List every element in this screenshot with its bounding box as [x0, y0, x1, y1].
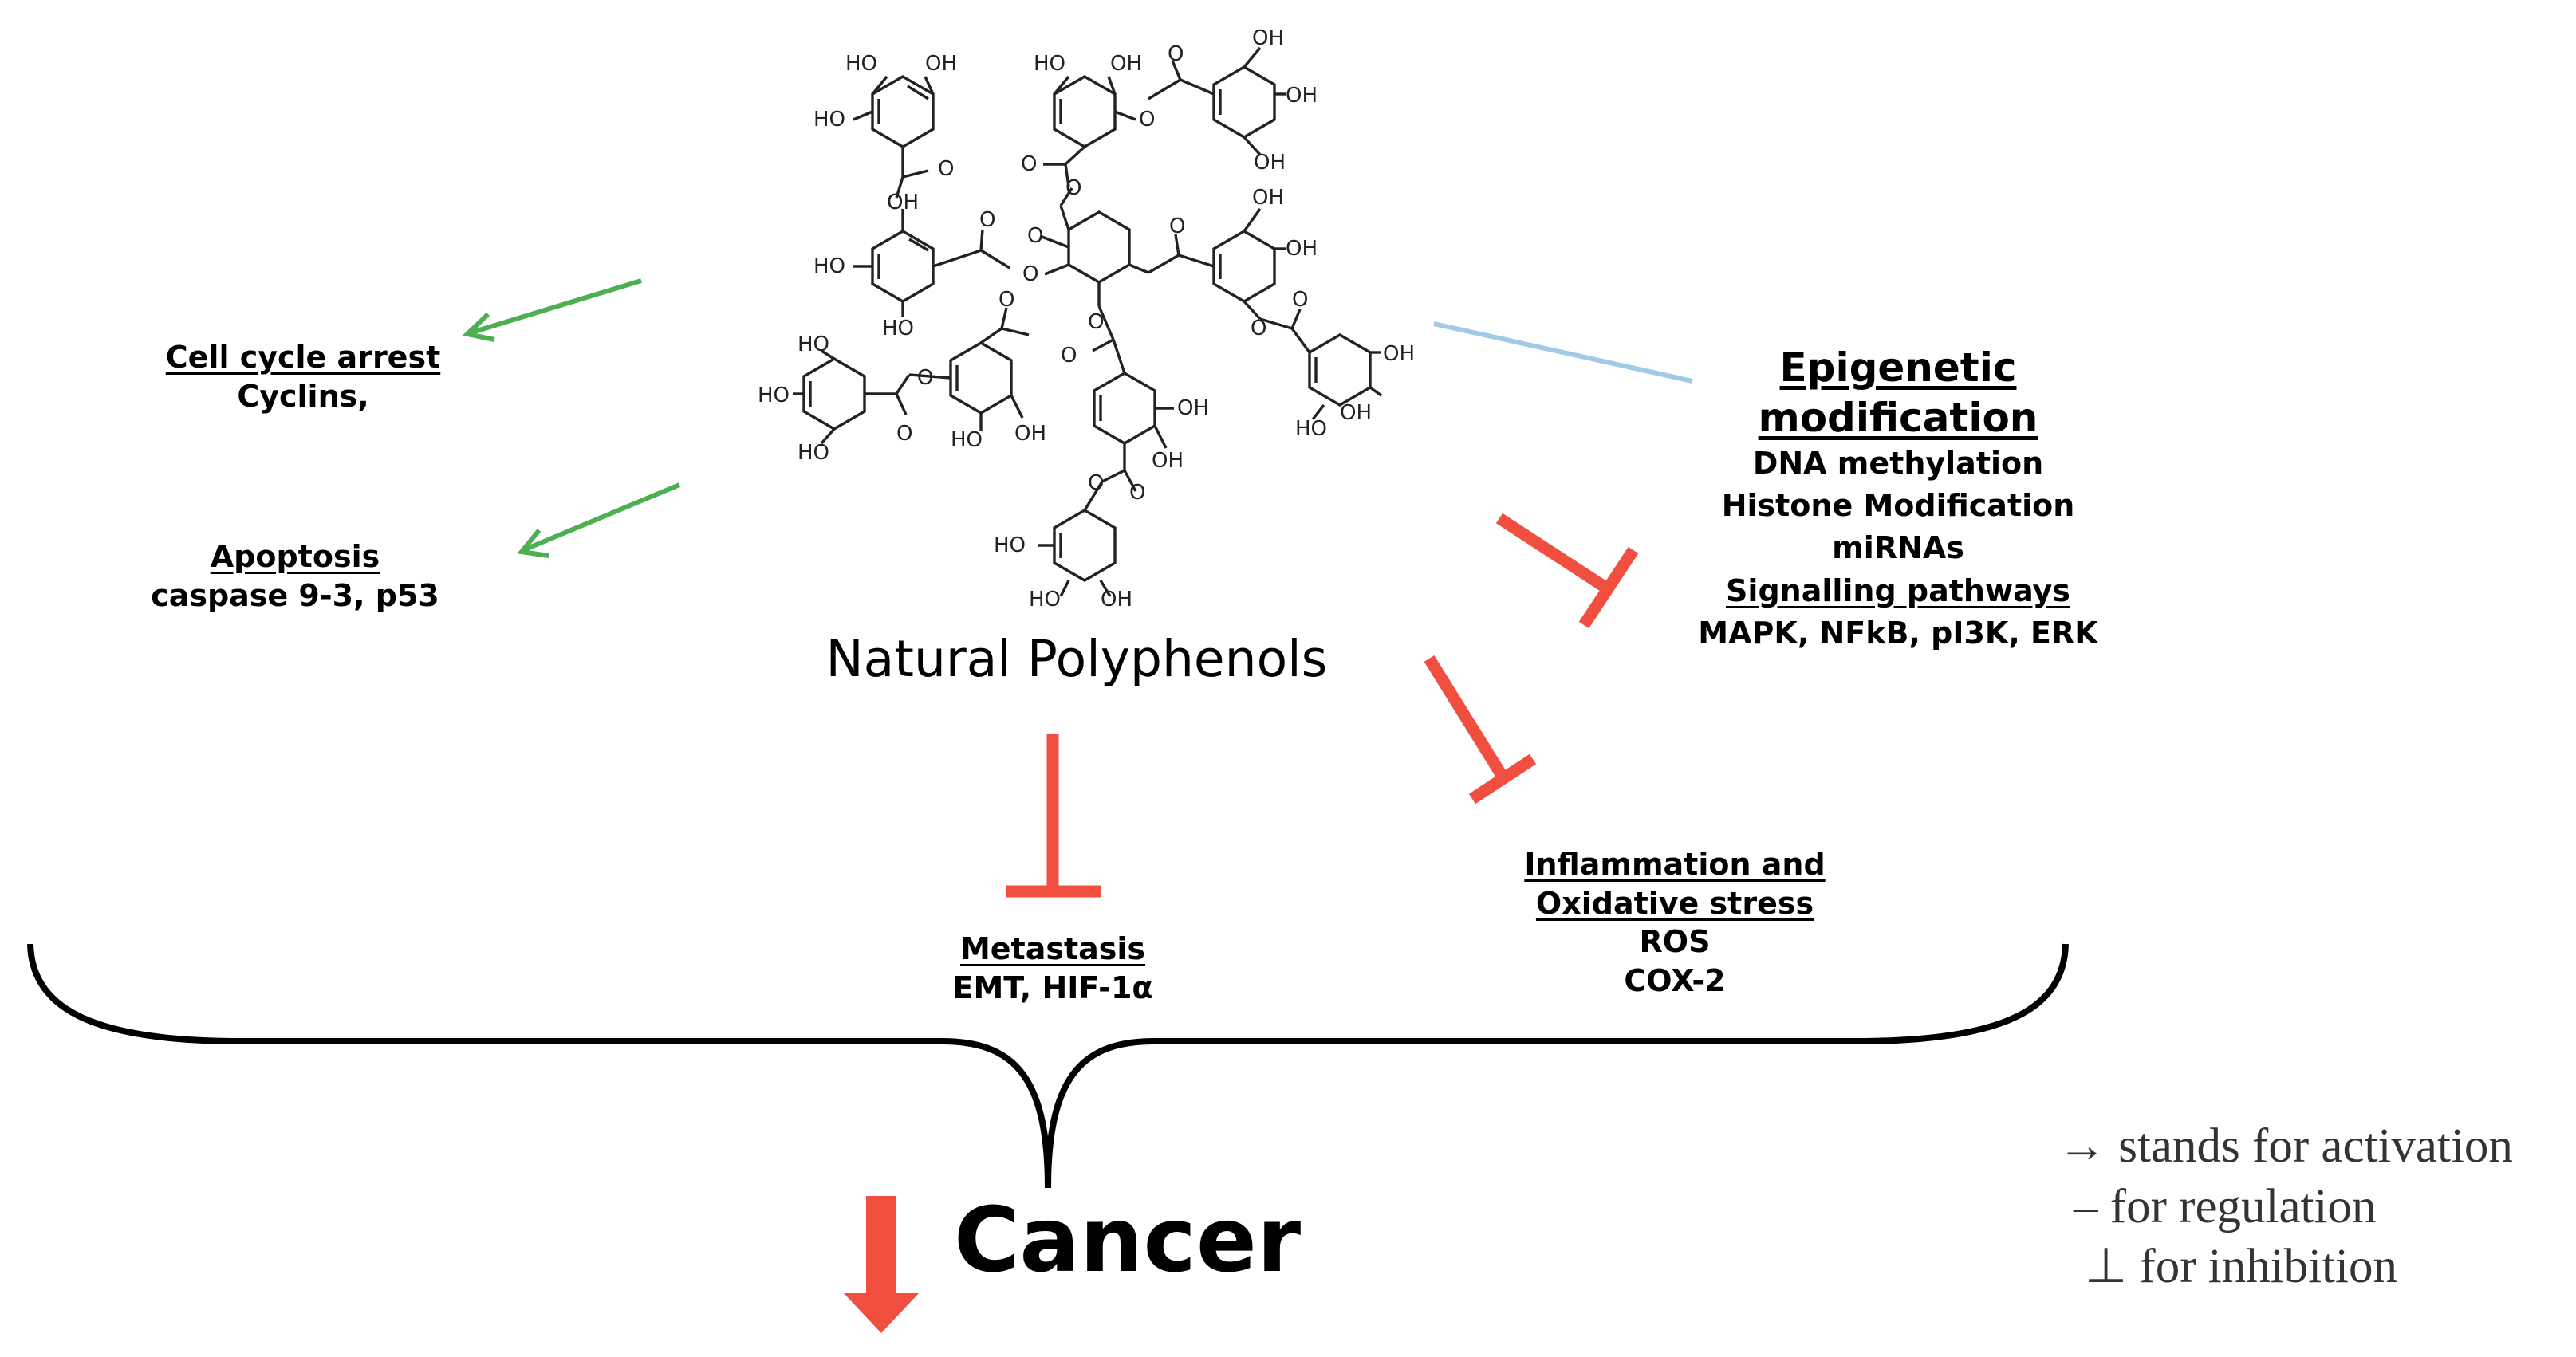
arrow-apoptosis	[517, 482, 681, 558]
molecule-atom-label: O	[1169, 214, 1185, 238]
molecule-atom-label: O	[896, 422, 912, 446]
cancer-down-arrow	[844, 1196, 919, 1333]
metastasis-detail: EMT, HIF-1α	[952, 970, 1153, 1005]
legend-inhibition: ⊥ for inhibition	[2085, 1240, 2398, 1294]
cell-cycle-arrest-detail: Cyclins,	[237, 378, 369, 414]
cell-cycle-arrest-title: Cell cycle arrest	[165, 340, 441, 375]
epigenetic-item: Histone Modification	[1721, 488, 2075, 524]
inflammation-item: COX-2	[1624, 962, 1726, 998]
inhibition-signalling	[1495, 513, 1639, 629]
polyphenol-molecule-icon: HO OH HO O O HO OH O O OH OH OH O O O O …	[758, 26, 1415, 612]
molecule-atom-label: OH	[1383, 342, 1415, 366]
apoptosis-block: Apoptosis caspase 9-3, p53	[128, 537, 463, 615]
epigenetic-block: Epigenetic modification DNA methylation …	[1595, 343, 2201, 655]
molecule-atom-label: OH	[1177, 396, 1209, 420]
molecule-atom-label: OH	[1110, 52, 1142, 76]
grouping-brace	[27, 943, 2069, 1189]
molecule-atom-label: HO	[1295, 417, 1327, 441]
molecule-atom-label: O	[1065, 176, 1081, 200]
molecule-atom-label: HO	[845, 52, 877, 76]
legend-regulation: – for regulation	[2074, 1179, 2377, 1233]
cell-cycle-arrest-block: Cell cycle arrest Cyclins,	[144, 338, 463, 415]
molecule-atom-label: OH	[887, 191, 919, 214]
molecule-atom-label: HO	[951, 428, 983, 452]
molecule-atom-label: O	[1027, 224, 1043, 248]
molecule-atom-label: OH	[1252, 186, 1284, 210]
molecule-atom-label: O	[1139, 108, 1155, 132]
molecule-atom-label: OH	[1101, 588, 1132, 612]
inflammation-title-line1: Inflammation and	[1524, 847, 1826, 882]
molecule-atom-label: O	[1251, 317, 1266, 340]
cancer-label: Cancer	[954, 1189, 1302, 1292]
molecule-atom-label: OH	[1254, 151, 1286, 175]
molecule-atom-label: O	[1129, 481, 1145, 505]
molecule-atom-label: O	[1022, 262, 1038, 286]
molecule-atom-label: OH	[1286, 237, 1318, 261]
molecule-atom-label: O	[917, 366, 933, 390]
arrow-cell-cycle	[462, 278, 642, 342]
molecule-atom-label: O	[1021, 152, 1037, 176]
molecule-atom-label: HO	[813, 108, 845, 132]
molecule-atom-label: O	[998, 288, 1014, 312]
molecule-atom-label: HO	[1034, 52, 1065, 76]
metastasis-title: Metastasis	[959, 931, 1146, 966]
regulation-line-epigenetic	[1433, 321, 1693, 384]
molecule-atom-label: O	[938, 157, 954, 181]
molecule-atom-label: OH	[1252, 26, 1284, 50]
epigenetic-title-line2: modification	[1758, 394, 2038, 441]
molecule-atom-label: OH	[1152, 449, 1184, 473]
molecule-atom-label: OH	[1014, 422, 1046, 446]
molecule-atom-label: HO	[882, 317, 914, 340]
inhibition-metastasis	[1006, 734, 1101, 898]
molecule-atom-label: O	[1168, 42, 1184, 66]
molecule-atom-label: OH	[1286, 84, 1318, 108]
molecule-atom-label: HO	[758, 384, 790, 407]
inhibition-inflammation	[1424, 655, 1537, 804]
apoptosis-detail: caspase 9-3, p53	[151, 577, 439, 613]
metastasis-block: Metastasis EMT, HIF-1α	[893, 930, 1212, 1007]
signalling-pathways-title: Signalling pathways	[1726, 572, 2070, 608]
epigenetic-item: miRNAs	[1832, 530, 1964, 566]
molecule-atom-label: OH	[1340, 401, 1372, 425]
legend-activation: → stands for activation	[2058, 1119, 2513, 1173]
molecule-atom-label: O	[1061, 344, 1077, 368]
molecule-atom-label: HO	[813, 254, 845, 278]
epigenetic-title-line1: Epigenetic	[1779, 344, 2017, 391]
molecule-atom-label: OH	[925, 52, 957, 76]
molecule-atom-label: HO	[798, 332, 829, 356]
molecule-atom-label: O	[887, 191, 903, 214]
inflammation-title-line2: Oxidative stress	[1535, 885, 1814, 921]
molecule-atom-label: HO	[1029, 588, 1061, 612]
molecule-atom-label: O	[1088, 310, 1104, 334]
molecule-atom-label: HO	[798, 441, 829, 465]
molecule-atom-label: O	[979, 208, 995, 232]
epigenetic-item: DNA methylation	[1752, 446, 2044, 481]
apoptosis-title: Apoptosis	[210, 539, 380, 574]
molecule-atom-label: O	[1088, 471, 1104, 495]
inflammation-item: ROS	[1639, 924, 1711, 960]
legend: → stands for activation – for regulation…	[2058, 1116, 2513, 1297]
molecule-atom-label: HO	[994, 533, 1026, 557]
molecule-atom-label: O	[1292, 288, 1308, 312]
natural-polyphenols-label: Natural Polyphenols	[825, 630, 1328, 688]
signalling-pathways-detail: MAPK, NFkB, pI3K, ERK	[1698, 615, 2098, 651]
inflammation-block: Inflammation and Oxidative stress ROS CO…	[1483, 845, 1866, 1001]
